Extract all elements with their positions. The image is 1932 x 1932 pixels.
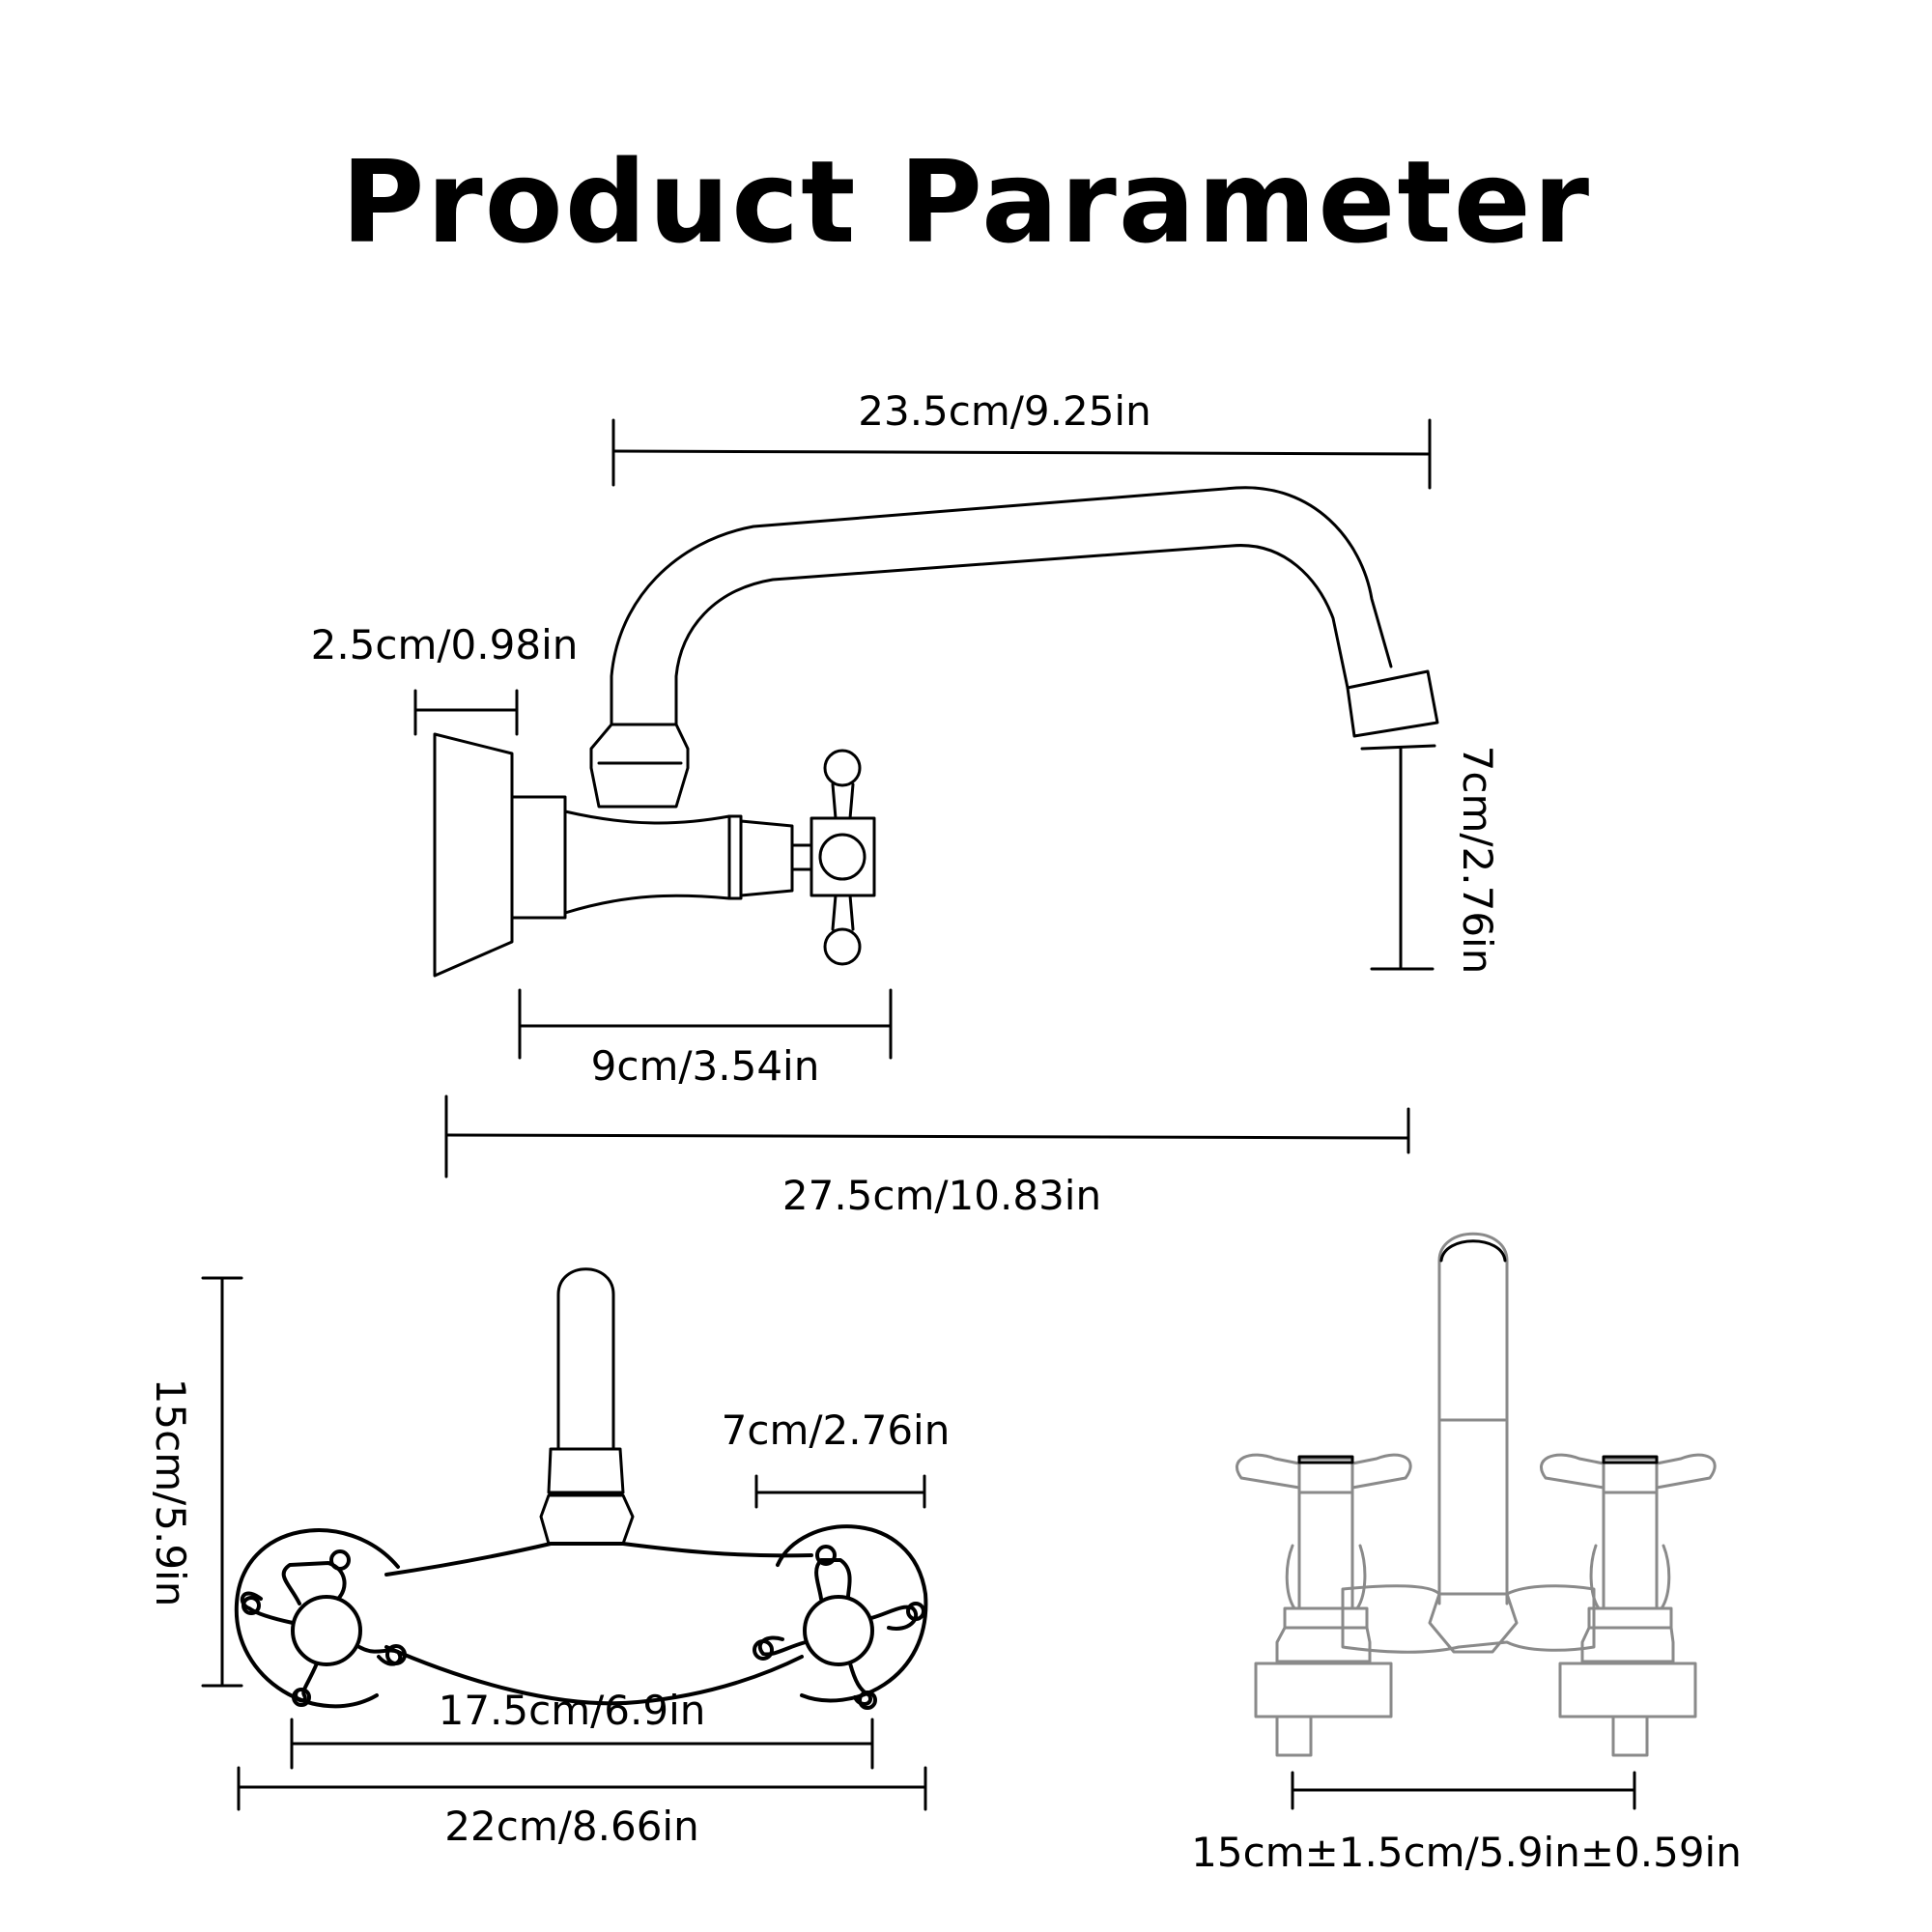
spout-aerator (1346, 669, 1439, 738)
handle-ball-top (823, 749, 862, 787)
front-spout-collar (547, 1447, 625, 1494)
handle-knob (818, 833, 867, 881)
front-view-dimensions: 15cm/5.9in 7cm/2.76in 17.5cm/6.9in 22cm/… (147, 1276, 951, 1850)
valve-ring (727, 814, 743, 900)
flange-diameter-label: 7cm/2.76in (722, 1406, 951, 1454)
spout-tube-outer (610, 486, 1393, 726)
wall-connector (510, 795, 567, 920)
spout-height-label: 7cm/2.76in (1454, 746, 1501, 975)
wall-plate (433, 732, 514, 978)
front-view-faucet (234, 1267, 928, 1710)
handle-block (810, 816, 876, 897)
product-view-dimensions: 15cm±1.5cm/5.9in±0.59in (1191, 1771, 1742, 1876)
front-spout-hex (539, 1493, 635, 1546)
dim-spout-height-tick-top (1360, 744, 1436, 751)
left-cross-handle (240, 1549, 407, 1707)
product-spout-top (1439, 1239, 1507, 1263)
spout-length-label: 23.5cm/9.25in (858, 387, 1151, 435)
valve-body (563, 810, 731, 915)
front-height-label: 15cm/5.9in (147, 1378, 194, 1607)
handle-arm-bottom (831, 894, 855, 931)
side-view-faucet (433, 486, 1439, 978)
valve-stem (739, 819, 794, 897)
front-body-top (384, 1542, 813, 1577)
center-distance-label: 17.5cm/6.9in (439, 1687, 706, 1734)
spout-collar (589, 723, 690, 809)
dim-total-length-line (444, 1133, 1410, 1140)
body-length-label: 9cm/3.54in (591, 1042, 820, 1090)
product-center-distance-label: 15cm±1.5cm/5.9in±0.59in (1191, 1829, 1742, 1876)
handle-arm-top (831, 782, 855, 820)
right-cross-handle (753, 1545, 925, 1710)
front-body-bottom (384, 1645, 804, 1706)
dim-spout-length-line (611, 449, 1432, 456)
spout-tube-inner (674, 544, 1350, 726)
total-length-label: 27.5cm/10.83in (782, 1172, 1101, 1219)
side-view-dimensions: 23.5cm/9.25in 2.5cm/0.98in 7cm/2.76in 9c… (311, 387, 1501, 1219)
left-flange (234, 1528, 400, 1709)
product-left-valve (1236, 1453, 1412, 1757)
product-spout (1437, 1232, 1509, 1605)
product-body (1341, 1584, 1596, 1654)
product-body-hex (1428, 1592, 1519, 1654)
total-width-label: 22cm/8.66in (444, 1803, 698, 1850)
product-view-faucet (1236, 1232, 1717, 1757)
product-right-valve (1540, 1453, 1717, 1757)
base-depth-label: 2.5cm/0.98in (311, 621, 579, 668)
front-spout (556, 1267, 615, 1451)
page-title: Product Parameter (340, 135, 1592, 269)
handle-ball-bottom (823, 927, 862, 966)
